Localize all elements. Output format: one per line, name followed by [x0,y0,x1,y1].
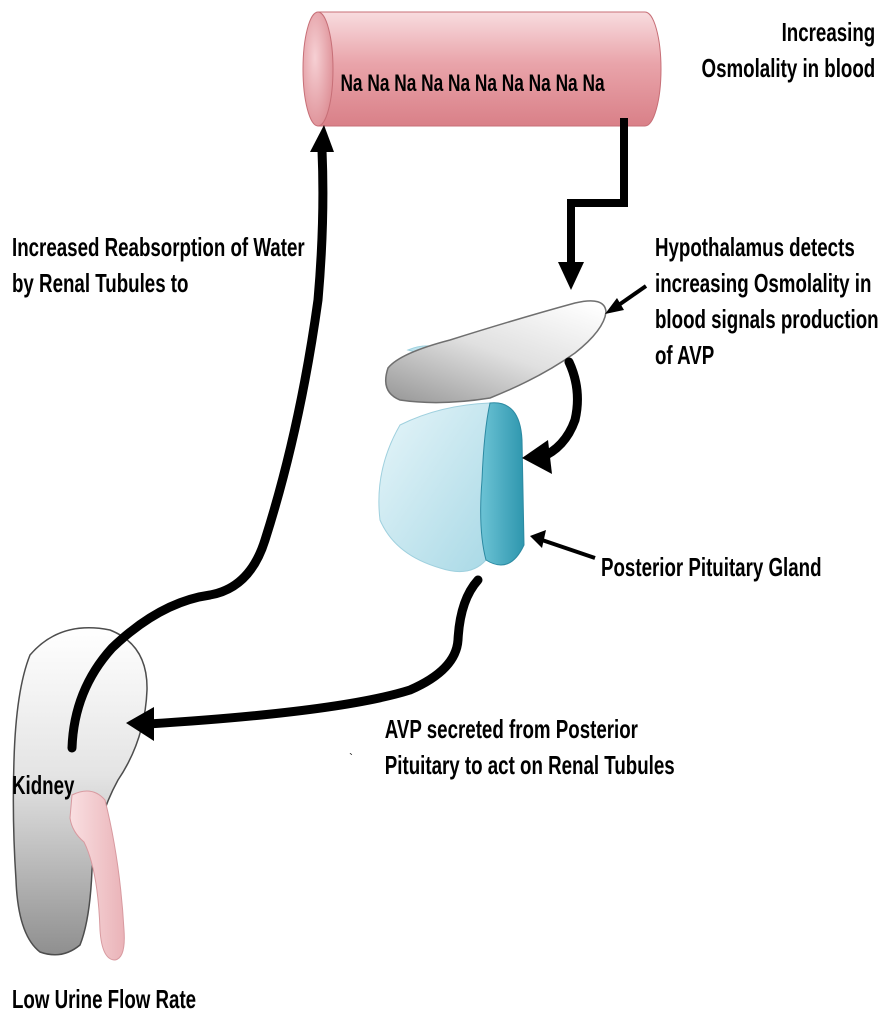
blood-vessel [303,12,661,126]
posterior-pituitary-label: Posterior Pituitary Gland [601,550,822,586]
pituitary-gland [379,403,524,572]
hypothalamus-label: Hypothalamus detects increasing Osmolali… [655,230,879,374]
increased-reabsorption-label: Increased Reabsorption of Water by Renal… [12,230,305,302]
pointer-pituitary [542,540,595,558]
sodium-ions-label: Na Na Na Na Na Na Na Na Na Na [334,70,611,98]
arrowhead-pituitary [522,440,552,474]
kidney-label: Kidney [12,768,74,804]
arrowhead-down [558,262,584,290]
low-urine-flow-label: Low Urine Flow Rate [12,982,196,1018]
arrow-vessel-to-hypothalamus [571,118,624,265]
arrowhead-vessel [310,125,334,152]
stray-mark: ` [349,751,353,765]
arrows [72,118,646,748]
avp-secreted-label: AVP secreted from Posterior Pituitary to… [385,712,615,784]
increasing-osmolality-label: Increasing Osmolality in blood [701,15,875,87]
